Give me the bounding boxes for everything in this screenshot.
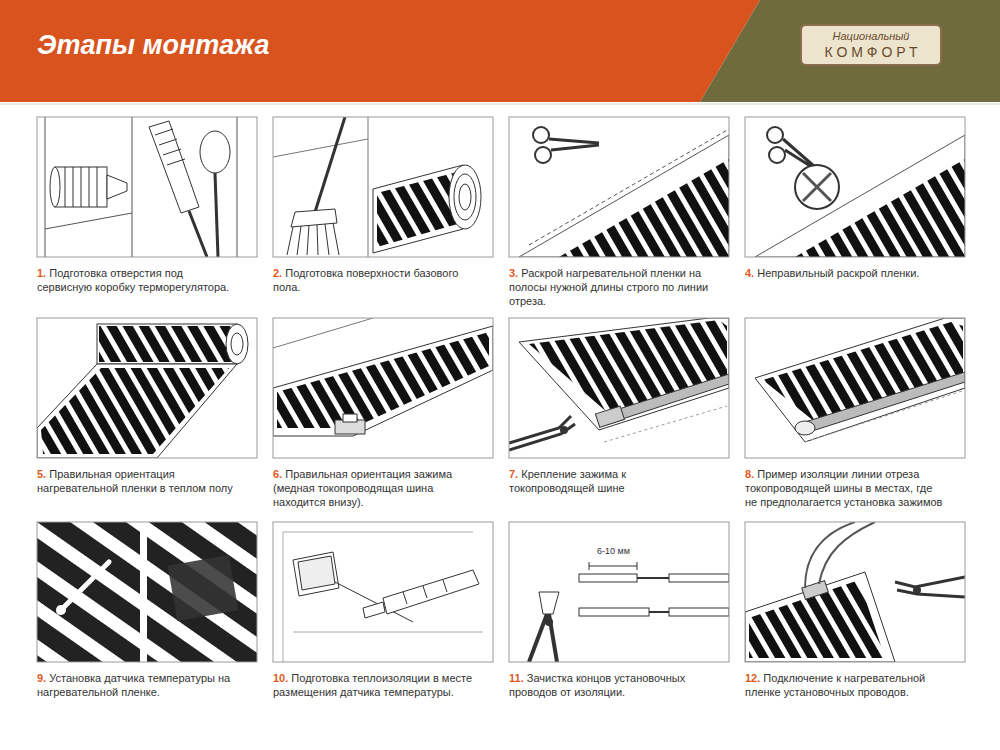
step-number: 9. [37, 672, 46, 684]
panel-drawing [745, 318, 965, 458]
step-number: 6. [273, 468, 282, 480]
logo-word: КОМФОРТ [802, 42, 940, 64]
step-number: 10. [273, 672, 288, 684]
step-number: 2. [273, 267, 282, 279]
step-panel: 11. Зачистка концов установочных проводо… [509, 522, 729, 662]
step-number: 12. [745, 672, 760, 684]
panel-drawing [745, 117, 965, 257]
step-caption: 2. Подготовка поверхности базового пола. [273, 267, 473, 295]
panel-drawing [37, 522, 257, 662]
header-band [700, 0, 1000, 102]
step-panel: 9. Установка датчика температуры на нагр… [37, 522, 257, 662]
step-caption: 4. Неправильный раскрой пленки. [745, 267, 945, 281]
page-title: Этапы монтажа [37, 30, 270, 61]
step-number: 3. [509, 267, 518, 279]
step-text: Правильная ориентация зажима (медная ток… [273, 468, 452, 508]
step-panel: 10. Подготовка теплоизоляции в месте раз… [273, 522, 493, 662]
step-panel: 1. Подготовка отверстия под сервисную ко… [37, 117, 257, 257]
step-panel: 6. Правильная ориентация зажима (медная … [273, 318, 493, 458]
step-text: Раскрой нагревательной пленки на полосы … [509, 267, 708, 307]
dimension-label: 6-10 мм [595, 546, 632, 556]
step-text: Подготовка теплоизоляции в месте размеще… [273, 672, 472, 698]
step-panel: 8. Пример изоляции линии отреза токопров… [745, 318, 965, 458]
step-panel: 7. Крепление зажима к токопроводящей шин… [509, 318, 729, 458]
step-panel: 5. Правильная ориентация нагревательной … [37, 318, 257, 458]
step-number: 5. [37, 468, 46, 480]
step-text: Подготовка отверстия под сервисную короб… [37, 267, 229, 293]
step-caption: 5. Правильная ориентация нагревательной … [37, 468, 237, 496]
step-number: 8. [745, 468, 754, 480]
step-caption: 10. Подготовка теплоизоляции в месте раз… [273, 672, 473, 700]
step-panel: 4. Неправильный раскрой пленки. [745, 117, 965, 257]
step-caption: 3. Раскрой нагревательной пленки на поло… [509, 267, 709, 308]
step-panel: 3. Раскрой нагревательной пленки на поло… [509, 117, 729, 257]
panel-drawing [745, 522, 965, 662]
step-caption: 1. Подготовка отверстия под сервисную ко… [37, 267, 237, 295]
panel-drawing [509, 522, 729, 662]
header-band [0, 0, 760, 102]
panel-drawing [37, 117, 257, 257]
step-text: Подключение к нагревательной пленке уста… [745, 672, 925, 698]
step-text: Правильная ориентация нагревательной пле… [37, 468, 233, 494]
step-caption: 12. Подключение к нагревательной пленке … [745, 672, 945, 700]
step-text: Крепление зажима к токопроводящей шине [509, 468, 626, 494]
step-caption: 11. Зачистка концов установочных проводо… [509, 672, 709, 700]
step-caption: 7. Крепление зажима к токопроводящей шин… [509, 468, 709, 496]
panel-drawing [509, 117, 729, 257]
step-panel: 12. Подключение к нагревательной пленке … [745, 522, 965, 662]
step-number: 1. [37, 267, 46, 279]
step-text: Подготовка поверхности базового пола. [273, 267, 458, 293]
step-caption: 6. Правильная ориентация зажима (медная … [273, 468, 473, 509]
step-text: Зачистка концов установочных проводов от… [509, 672, 685, 698]
panel-drawing [273, 318, 493, 458]
step-caption: 9. Установка датчика температуры на нагр… [37, 672, 237, 700]
step-caption: 8. Пример изоляции линии отреза токопров… [745, 468, 945, 509]
logo-script: Национальный [802, 26, 940, 42]
step-panel: 2. Подготовка поверхности базового пола. [273, 117, 493, 257]
step-text: Пример изоляции линии отреза токопроводя… [745, 468, 942, 508]
panel-drawing [273, 117, 493, 257]
step-number: 7. [509, 468, 518, 480]
panel-drawing [509, 318, 729, 458]
step-number: 4. [745, 267, 754, 279]
panel-drawing [273, 522, 493, 662]
panel-drawing [37, 318, 257, 458]
step-text: Установка датчика температуры на нагрева… [37, 672, 230, 698]
logo-plaque: НациональныйКОМФОРТ [800, 24, 942, 66]
step-number: 11. [509, 672, 524, 684]
step-text: Неправильный раскрой пленки. [757, 267, 919, 279]
